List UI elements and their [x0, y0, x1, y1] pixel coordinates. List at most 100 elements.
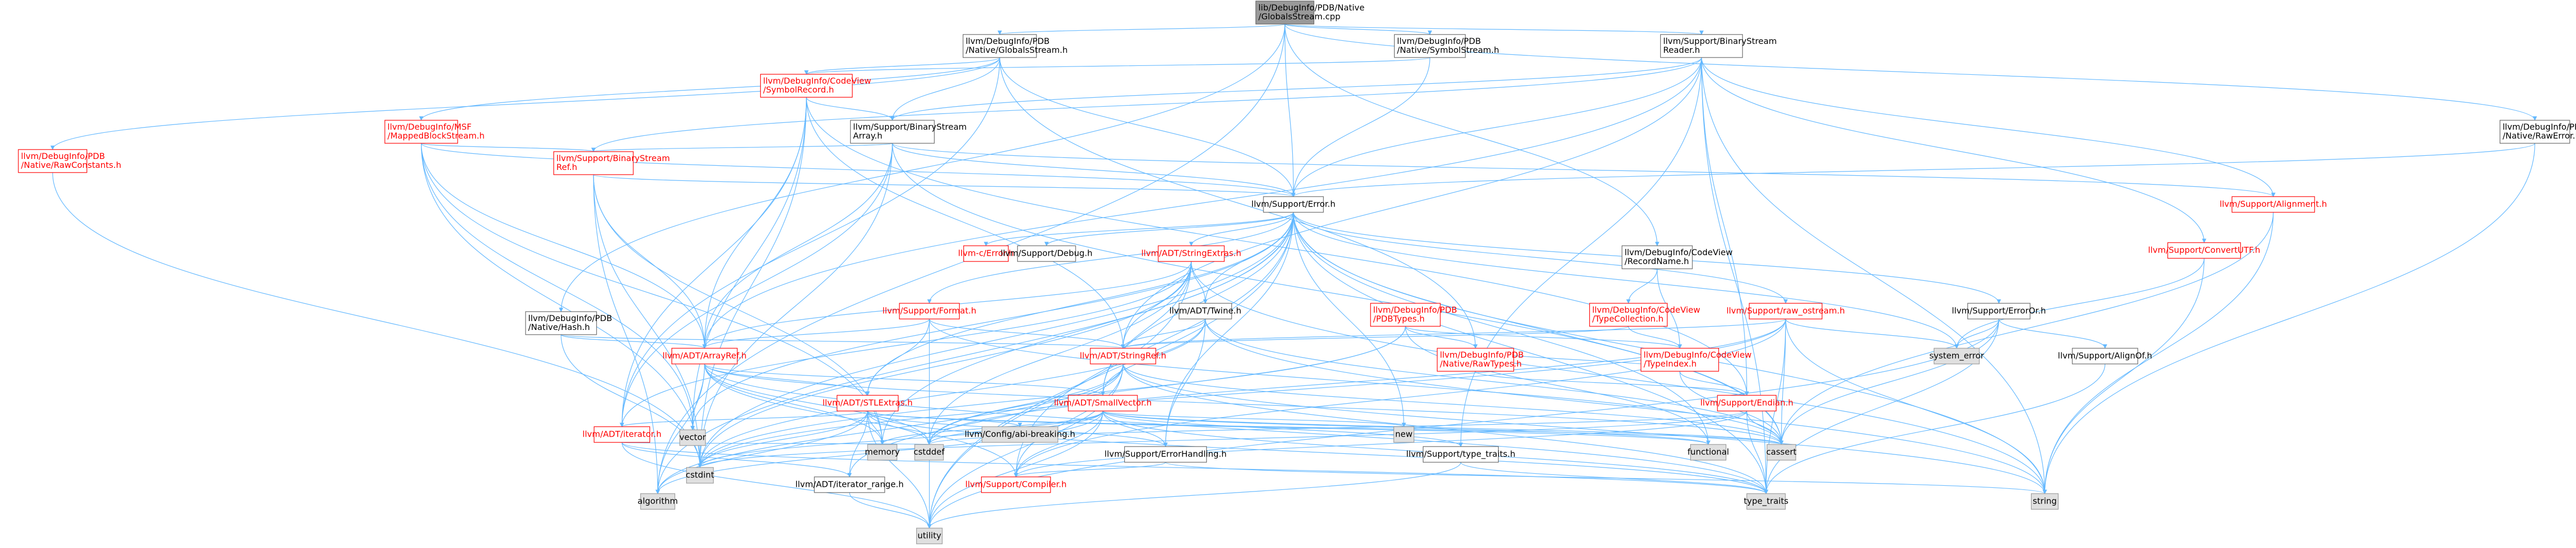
node-recordname_h[interactable]: llvm/DebugInfo/CodeView/RecordName.h: [1622, 245, 1733, 269]
node-raw_ostream_h[interactable]: llvm/Support/raw_ostream.h: [1726, 303, 1845, 319]
node-convertutf_h[interactable]: llvm/Support/ConvertUTF.h: [2148, 242, 2261, 259]
edge-stlextras_h-to-cstddef: [867, 410, 931, 445]
edge-raw_ostream_h-to-system_error: [1785, 318, 1959, 349]
node-arrayref_h[interactable]: llvm/ADT/ArrayRef.h: [663, 348, 747, 364]
node-symbolrecord_h[interactable]: llvm/DebugInfo/CodeView/SymbolRecord.h: [760, 74, 871, 98]
node-compiler_h[interactable]: llvm/Support/Compiler.h: [965, 476, 1067, 493]
node-mappedblockstream_h[interactable]: llvm/DebugInfo/MSF/MappedBlockStream.h: [384, 120, 485, 144]
node-label: llvm/ADT/StringRef.h: [1080, 351, 1166, 361]
node-twine_h[interactable]: llvm/ADT/Twine.h: [1169, 303, 1241, 319]
node-label: algorithm: [637, 496, 678, 506]
edge-erroror_h-to-alignof_h: [1998, 318, 2107, 349]
node-typeindex_h[interactable]: llvm/DebugInfo/CodeView/TypeIndex.h: [1640, 348, 1752, 372]
node-box: [1394, 34, 1466, 58]
node-typecollection_h[interactable]: llvm/DebugInfo/CodeView/TypeCollection.h: [1589, 303, 1701, 327]
edge-stlextras_h-to-type_traits: [867, 410, 1769, 494]
edge-format_h-to-arrayref_h: [702, 318, 930, 349]
edge-root-to-symbolstream_h: [1284, 24, 1432, 35]
node-alignment_h[interactable]: llvm/Support/Alignment.h: [2220, 196, 2327, 213]
node-debug_h[interactable]: llvm/Support/Debug.h: [1000, 245, 1092, 262]
edge-binarystreamarray_h-to-iterator_h: [620, 143, 893, 427]
node-stlextras_h[interactable]: llvm/ADT/STLExtras.h: [823, 395, 913, 412]
node-label: llvm/ADT/iterator.h: [583, 429, 662, 439]
node-label: llvm/DebugInfo/PDB: [1373, 305, 1457, 315]
edge-globalsstream_h-to-rawconstants_h: [50, 57, 1000, 150]
edge-error_h-to-stringextras_h: [1189, 212, 1294, 246]
node-root[interactable]: lib/DebugInfo/PDB/Native/GlobalsStream.c…: [1255, 1, 1364, 25]
node-label: llvm/ADT/Twine.h: [1169, 306, 1241, 316]
edge-iterator_h-to-cstddef: [621, 440, 930, 445]
edge-binarystreamreader_h-to-stringref_h: [1121, 57, 1702, 349]
node-label: Reader.h: [1663, 45, 1700, 55]
node-error_h[interactable]: llvm/Support/Error.h: [1251, 196, 1336, 213]
edge-binarystreamref_h-to-algorithm: [593, 174, 660, 494]
node-label: llvm/DebugInfo/CodeView: [1592, 305, 1701, 315]
node-erroror_h[interactable]: llvm/Support/ErrorOr.h: [1952, 303, 2046, 319]
node-symbolstream_h[interactable]: llvm/DebugInfo/PDB/Native/SymbolStream.h: [1394, 34, 1499, 58]
node-box: [2031, 493, 2059, 510]
node-label: llvm/DebugInfo/PDB: [1440, 350, 1524, 360]
node-box: [1393, 426, 1415, 443]
node-box: [814, 476, 885, 493]
edge-iterator_h-to-utility: [621, 442, 932, 529]
edge-binarystreamreader_h-to-binarystreamarray_h: [890, 57, 1702, 121]
edge-iterator_h-to-iterator_range_h: [621, 442, 852, 477]
node-rawerror_h[interactable]: llvm/DebugInfo/PDB/Native/RawError.h: [2500, 120, 2576, 144]
edge-binarystreamarray_h-to-cassert: [892, 143, 1784, 445]
edge-binarystreamref_h-to-error_h: [593, 174, 1296, 197]
edge-pdbtypes_h-to-nativerawtypes_h: [1405, 326, 1478, 349]
node-iterator_range_h[interactable]: llvm/ADT/iterator_range.h: [795, 476, 904, 493]
node-nativerawtypes_h[interactable]: llvm/DebugInfo/PDB/Native/RawTypes.h: [1437, 348, 1524, 372]
edge-twine_h-to-cstdint: [698, 318, 1206, 468]
node-box: [640, 493, 676, 510]
node-label: llvm/DebugInfo/CodeView: [763, 76, 871, 86]
edge-type_traits_h-to-type_traits: [1460, 462, 1769, 494]
edge-stringref_h-to-cassert: [1122, 363, 1784, 445]
node-box: [384, 120, 458, 144]
node-box: [1263, 196, 1324, 213]
node-label: llvm/ADT/StringExtras.h: [1141, 248, 1241, 258]
node-stringextras_h[interactable]: llvm/ADT/StringExtras.h: [1141, 245, 1241, 262]
node-pdbtypes_h[interactable]: llvm/DebugInfo/PDB/PDBTypes.h: [1370, 303, 1457, 327]
node-format_h[interactable]: llvm/Support/Format.h: [882, 303, 976, 319]
node-box: [1766, 444, 1796, 461]
node-label: llvm/Support/ConvertUTF.h: [2148, 245, 2261, 255]
node-globalsstream_h[interactable]: llvm/DebugInfo/PDB/Native/GlobalsStream.…: [962, 34, 1068, 58]
node-box: [2167, 242, 2241, 259]
node-c_error_h[interactable]: llvm-c/Error.h: [958, 245, 1014, 262]
edge-binarystreamarray_h-to-arrayref_h: [702, 143, 893, 349]
node-alignof_h[interactable]: llvm/Support/AlignOf.h: [2058, 348, 2152, 364]
edge-arrayref_h-to-stlextras_h: [704, 363, 870, 396]
edge-root-to-globalsstream_h: [997, 24, 1285, 35]
node-hash_h[interactable]: llvm/DebugInfo/PDB/Native/Hash.h: [525, 311, 612, 335]
node-cstdint: cstdint: [686, 467, 714, 484]
node-label: type_traits: [1743, 496, 1788, 507]
edge-errorhandling_h-to-string: [1165, 462, 2047, 494]
node-box: [1660, 34, 1743, 58]
edge-endian_h-to-compiler_h: [1013, 410, 1747, 477]
edge-error_h-to-vector: [690, 212, 1294, 430]
node-errorhandling_h[interactable]: llvm/Support/ErrorHandling.h: [1104, 446, 1227, 463]
edge-smallvector_h-to-compiler_h: [1013, 410, 1103, 477]
node-system_error: system_error: [1929, 348, 1984, 364]
node-iterator_h[interactable]: llvm/ADT/iterator.h: [583, 426, 662, 443]
edge-error_h-to-utility: [927, 212, 1294, 529]
edge-binarystreamreader_h-to-string: [1701, 57, 2047, 494]
node-smallvector_h[interactable]: llvm/ADT/SmallVector.h: [1054, 395, 1152, 412]
edge-globalsstream_h-to-binarystreamarray_h: [890, 57, 1000, 121]
node-stringref_h[interactable]: llvm/ADT/StringRef.h: [1080, 348, 1166, 364]
node-rawconstants_h[interactable]: llvm/DebugInfo/PDB/Native/RawConstants.h: [18, 149, 121, 173]
edge-binarystreamreader_h-to-arrayref_h: [702, 57, 1702, 349]
node-type_traits_h[interactable]: llvm/Support/type_traits.h: [1406, 446, 1515, 463]
node-endian_h[interactable]: llvm/Support/Endian.h: [1700, 395, 1793, 412]
edge-stringextras_h-to-string: [1191, 261, 2047, 494]
node-box: [867, 444, 897, 461]
node-label: Array.h: [853, 131, 882, 141]
node-type_traits: type_traits: [1743, 493, 1788, 510]
node-label: /TypeIndex.h: [1644, 359, 1696, 369]
node-box: [1370, 303, 1441, 327]
node-box: [1640, 348, 1719, 372]
